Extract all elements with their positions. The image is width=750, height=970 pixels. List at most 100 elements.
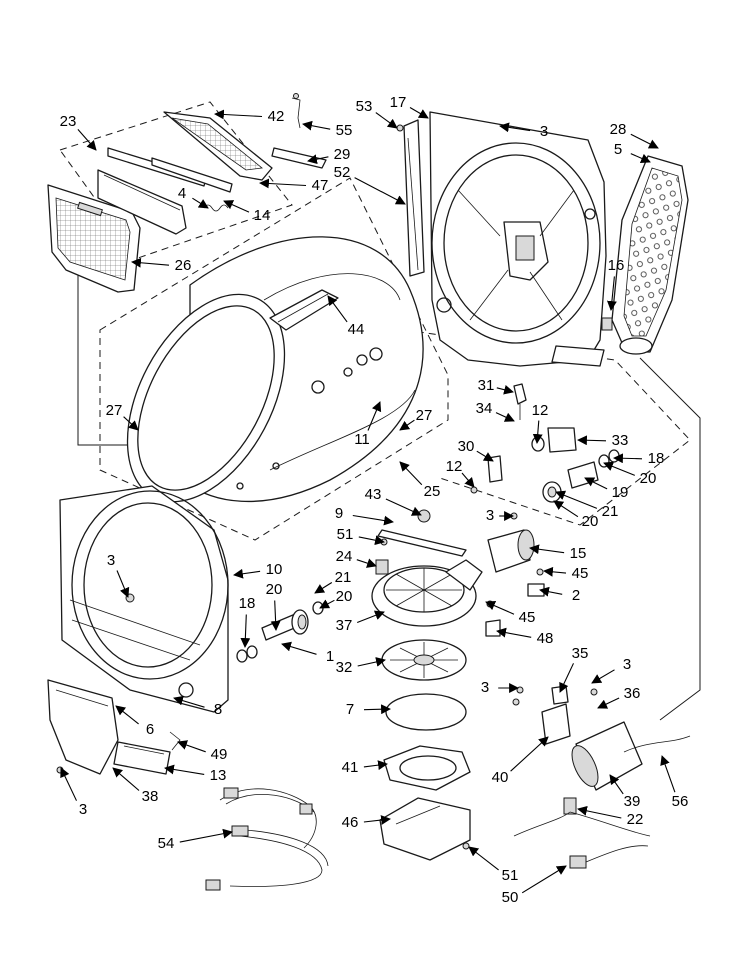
leader-11 [367, 401, 382, 431]
callout-37: 37 [336, 617, 353, 634]
leader-52 [354, 177, 406, 205]
callout-16: 16 [608, 257, 625, 274]
callout-25: 25 [424, 483, 441, 500]
callout-53: 53 [356, 98, 373, 115]
leader-3f [60, 767, 77, 801]
drum [126, 236, 424, 503]
leader-1 [281, 641, 317, 655]
callout-14: 14 [254, 207, 271, 224]
callout-48: 48 [537, 630, 554, 647]
leader-40 [510, 736, 549, 772]
callout-32: 32 [336, 659, 353, 676]
callout-39: 39 [624, 793, 641, 810]
callout-27b: 27 [416, 407, 433, 424]
leader-38 [112, 767, 140, 791]
leader-3c [116, 570, 130, 598]
callout-27a: 27 [106, 402, 123, 419]
callout-31: 31 [478, 377, 495, 394]
leader-33 [577, 435, 607, 446]
lint-duct-parts [97, 147, 233, 235]
callout-56: 56 [672, 793, 689, 810]
leader-lines [60, 107, 676, 894]
callout-3b: 3 [486, 507, 494, 524]
callout-9: 9 [335, 505, 343, 522]
leader-47 [259, 178, 307, 189]
leader-18a [613, 453, 643, 464]
callout-3a: 3 [540, 123, 548, 140]
callout-21b: 21 [335, 569, 352, 586]
callout-46: 46 [342, 814, 359, 831]
leader-34 [495, 412, 515, 422]
leader-18b [240, 614, 251, 648]
leader-20b [553, 500, 579, 518]
callout-17: 17 [390, 94, 407, 111]
leader-32 [357, 657, 386, 667]
leader-6 [115, 705, 139, 725]
leader-45b [485, 601, 515, 615]
callout-18a: 18 [648, 450, 665, 467]
leader-54 [179, 828, 233, 843]
leader-7 [363, 704, 391, 715]
leader-27a [123, 416, 139, 431]
leader-27b [399, 419, 415, 431]
leader-37 [356, 610, 385, 624]
callout-43: 43 [365, 486, 382, 503]
callout-1: 1 [326, 648, 334, 665]
callout-45a: 45 [572, 565, 589, 582]
callout-22: 22 [627, 811, 644, 828]
callout-50: 50 [502, 889, 519, 906]
callout-41: 41 [342, 759, 359, 776]
callout-55: 55 [336, 122, 353, 139]
leader-12a [532, 420, 543, 444]
leader-9 [352, 514, 394, 526]
leader-20d [319, 599, 335, 609]
leader-42 [214, 109, 263, 120]
callout-30: 30 [458, 438, 475, 455]
leader-31 [496, 384, 514, 395]
wire-harness [205, 787, 329, 891]
callout-10: 10 [266, 561, 283, 578]
callout-49: 49 [211, 746, 228, 763]
callout-28: 28 [610, 121, 627, 138]
callout-15: 15 [570, 545, 587, 562]
callout-6: 6 [146, 721, 154, 738]
callout-23: 23 [60, 113, 77, 130]
leader-24 [356, 558, 377, 568]
lint-grille [163, 93, 327, 181]
callout-33: 33 [612, 432, 629, 449]
leader-48 [496, 627, 532, 638]
leader-53 [375, 112, 398, 129]
callout-3e: 3 [481, 679, 489, 696]
leader-2 [539, 586, 563, 597]
callout-20c: 20 [266, 581, 283, 598]
drive-motor [512, 685, 691, 791]
leader-16 [606, 276, 617, 311]
callout-20a: 20 [640, 470, 657, 487]
leader-35 [559, 663, 574, 693]
leader-20a [603, 461, 636, 476]
leader-39 [609, 774, 624, 795]
callout-35: 35 [572, 645, 589, 662]
leader-41 [363, 760, 388, 771]
callout-13: 13 [210, 767, 227, 784]
callout-3c: 3 [107, 552, 115, 569]
leader-28 [630, 133, 659, 149]
leader-25 [399, 461, 423, 486]
callout-29: 29 [334, 146, 351, 163]
leader-15 [529, 544, 565, 555]
leader-17 [409, 107, 429, 119]
callout-19: 19 [612, 484, 629, 501]
leader-51b [468, 846, 499, 871]
leader-4 [192, 197, 209, 209]
callout-54: 54 [158, 835, 175, 852]
lint-screen [47, 184, 141, 293]
callout-12a: 12 [532, 402, 549, 419]
blower-housing [371, 509, 483, 627]
callout-45b: 45 [519, 609, 536, 626]
rear-bulkhead [396, 111, 607, 367]
leader-29 [307, 154, 329, 165]
callout-4: 4 [178, 185, 186, 202]
leader-3d [591, 669, 615, 684]
